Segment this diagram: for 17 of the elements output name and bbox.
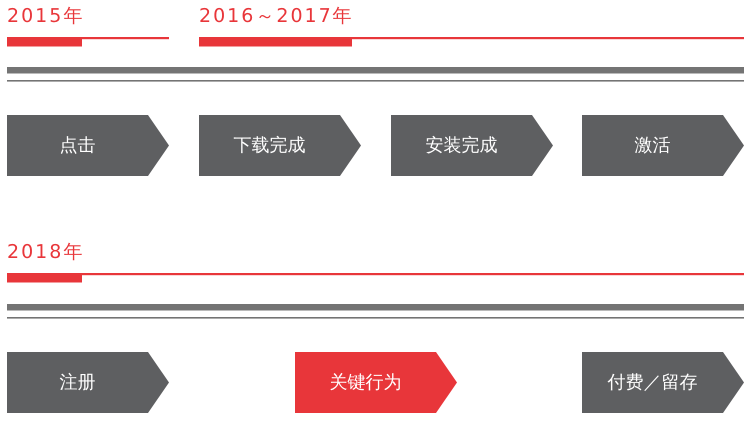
- step-label: 安装完成: [426, 134, 498, 156]
- year-heading: 2016～2017年: [199, 5, 354, 27]
- process-step: [7, 115, 169, 176]
- process-step: [199, 115, 361, 176]
- year-heading: 2018年: [7, 241, 84, 263]
- step-label: 关键行为: [330, 372, 402, 394]
- process-step: [391, 115, 553, 176]
- process-step: [7, 352, 169, 413]
- step-label: 下载完成: [234, 134, 306, 156]
- year-heading: 2015年: [7, 5, 84, 27]
- step-label: 注册: [60, 372, 96, 394]
- highlighted-process-step: [295, 352, 457, 413]
- step-label: 点击: [60, 134, 96, 156]
- process-step: [582, 115, 744, 176]
- step-label: 激活: [634, 134, 670, 156]
- process-step: [582, 352, 744, 413]
- step-label: 付费／留存: [608, 372, 698, 394]
